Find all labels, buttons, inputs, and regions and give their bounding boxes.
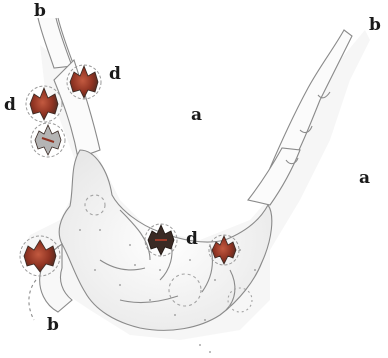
label-a-center: a	[191, 107, 202, 124]
label-b-top-left: b	[34, 3, 46, 20]
label-b-top-right: b	[369, 17, 381, 34]
label-b-bottom-left: b	[47, 317, 59, 334]
label-d-center: d	[186, 231, 198, 248]
label-d-top-right-of-pair: d	[109, 66, 121, 83]
label-a-right: a	[359, 170, 370, 187]
knot-left-lower	[31, 123, 65, 157]
knot-center	[145, 224, 177, 256]
label-d-left: d	[4, 97, 16, 114]
